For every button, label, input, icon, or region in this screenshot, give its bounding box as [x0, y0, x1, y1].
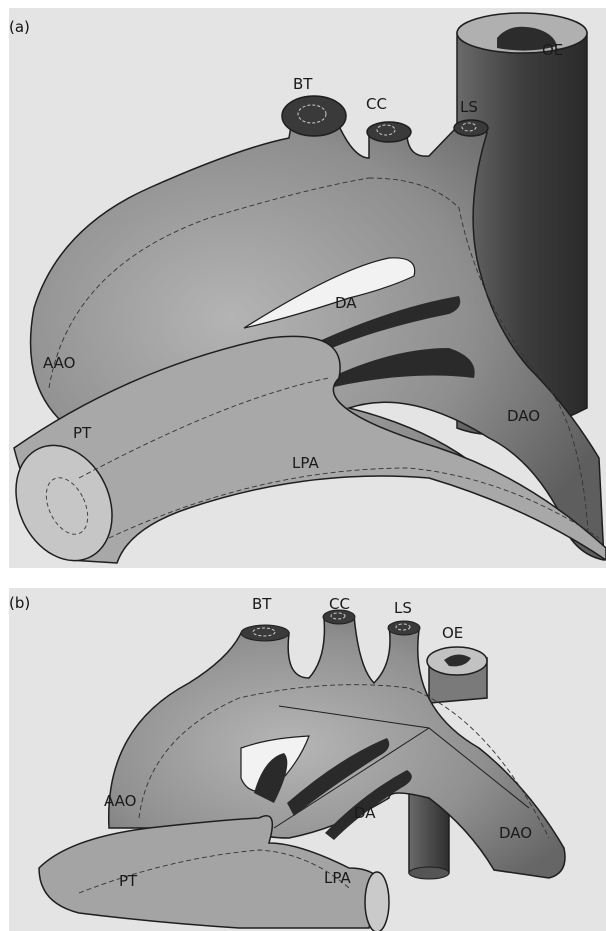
label-ls-a: LS	[460, 98, 478, 116]
panel-a: (a) BT CC LS OE DA AAO PT LPA DAO	[9, 8, 606, 568]
panel-b: (b) BT CC LS OE DA AAO PT LPA DAO	[9, 588, 606, 931]
panel-a-letter: (a)	[9, 18, 30, 36]
label-da-a: DA	[335, 294, 357, 312]
label-ls-b: LS	[394, 599, 412, 617]
panel-b-letter: (b)	[9, 594, 30, 612]
label-bt-b: BT	[252, 595, 272, 613]
label-lpa-b: LPA	[324, 869, 351, 887]
label-pt-a: PT	[73, 424, 92, 442]
label-oe-b: OE	[442, 624, 463, 642]
panel-b-drawing: (b) BT CC LS OE DA AAO PT LPA DAO	[9, 588, 606, 931]
label-dao-a: DAO	[507, 407, 540, 425]
label-dao-b: DAO	[499, 824, 532, 842]
label-oe-a: OE	[542, 41, 563, 59]
label-lpa-a: LPA	[292, 454, 319, 472]
label-aao-b: AAO	[104, 792, 136, 810]
label-cc-a: CC	[366, 95, 387, 113]
label-da-b: DA	[354, 804, 376, 822]
label-pt-b: PT	[119, 872, 138, 890]
panel-a-drawing: (a) BT CC LS OE DA AAO PT LPA DAO	[9, 8, 606, 568]
label-aao-a: AAO	[43, 354, 75, 372]
label-cc-b: CC	[329, 595, 350, 613]
label-bt-a: BT	[293, 75, 313, 93]
